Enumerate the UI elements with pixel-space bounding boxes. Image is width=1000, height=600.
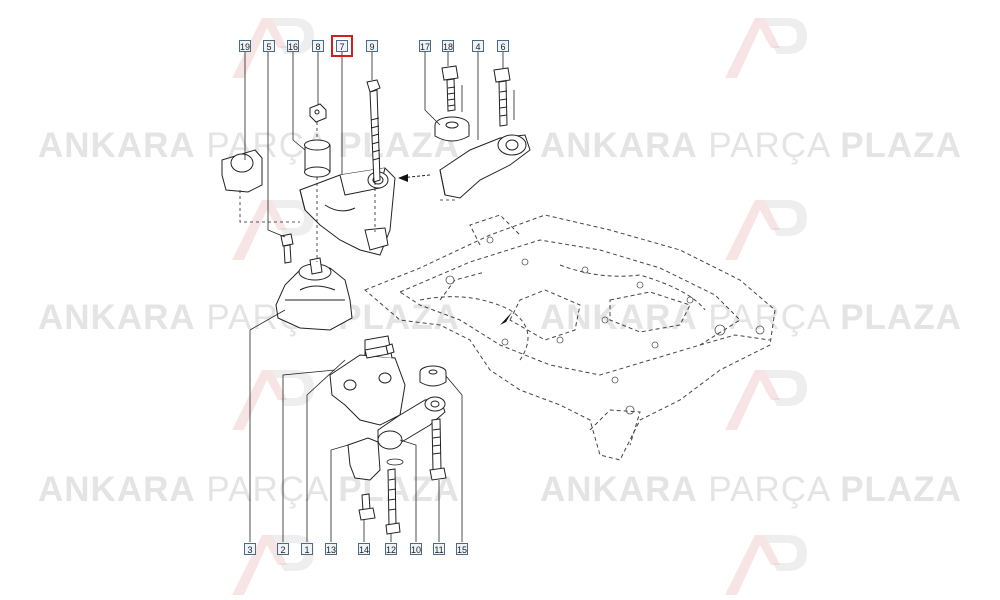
part-13-plate: [347, 437, 381, 481]
callout-16[interactable]: 16: [287, 40, 299, 52]
callout-15[interactable]: 15: [456, 543, 468, 555]
callout-1[interactable]: 1: [301, 543, 313, 555]
part-9-bolt: [366, 79, 381, 183]
part-1-bolt: [364, 343, 395, 359]
callout-18[interactable]: 18: [442, 40, 454, 52]
callout-14[interactable]: 14: [358, 543, 370, 555]
part-6-bolt: [493, 67, 511, 127]
logo-watermark-icon: [725, 535, 807, 595]
part-12-bolt: [385, 468, 401, 535]
arrow-left-icon: [398, 174, 408, 182]
part-19-bracket: [221, 149, 263, 193]
callout-12[interactable]: 12: [385, 543, 397, 555]
part-11-bolt: [429, 418, 447, 481]
logo-watermark-icon: [725, 200, 807, 260]
part-2-lower-bracket: [329, 335, 406, 426]
part-15-washer: [419, 365, 447, 387]
part-4-torque-rod: [439, 134, 531, 199]
callout-17[interactable]: 17: [419, 40, 431, 52]
part-5-bolt: [280, 233, 294, 264]
part-14-bolt: [358, 493, 376, 521]
callout-4[interactable]: 4: [472, 40, 484, 52]
callout-3[interactable]: 3: [244, 543, 256, 555]
callout-10[interactable]: 10: [410, 543, 422, 555]
logo-watermark-icon: [232, 370, 314, 430]
callout-5[interactable]: 5: [263, 40, 275, 52]
part-17-washer: [434, 116, 470, 142]
direction-arrow-icon: [500, 312, 512, 325]
callout-19[interactable]: 19: [239, 40, 251, 52]
callout-11[interactable]: 11: [433, 543, 445, 555]
callout-13[interactable]: 13: [325, 543, 337, 555]
part-8-nut: [309, 103, 327, 123]
logo-watermark-icon: [232, 200, 314, 260]
subframe-holes: [445, 236, 765, 415]
callout-6[interactable]: 6: [497, 40, 509, 52]
part-3-engine-mount: [275, 257, 353, 331]
dashed-leaders: [239, 122, 455, 262]
part-10-torque-rod: [377, 396, 446, 450]
callout-2[interactable]: 2: [277, 543, 289, 555]
callout-7-highlighted[interactable]: 7: [331, 35, 353, 57]
part-16-bushing: [304, 139, 331, 178]
leader-lines: [244, 52, 504, 542]
upper-mount-bracket: [299, 167, 396, 256]
logo-watermark-icon: [725, 18, 807, 78]
callout-9[interactable]: 9: [366, 40, 378, 52]
callout-8[interactable]: 8: [312, 40, 324, 52]
logo-watermark-icon: [725, 370, 807, 430]
part-18-bolt: [441, 65, 459, 112]
